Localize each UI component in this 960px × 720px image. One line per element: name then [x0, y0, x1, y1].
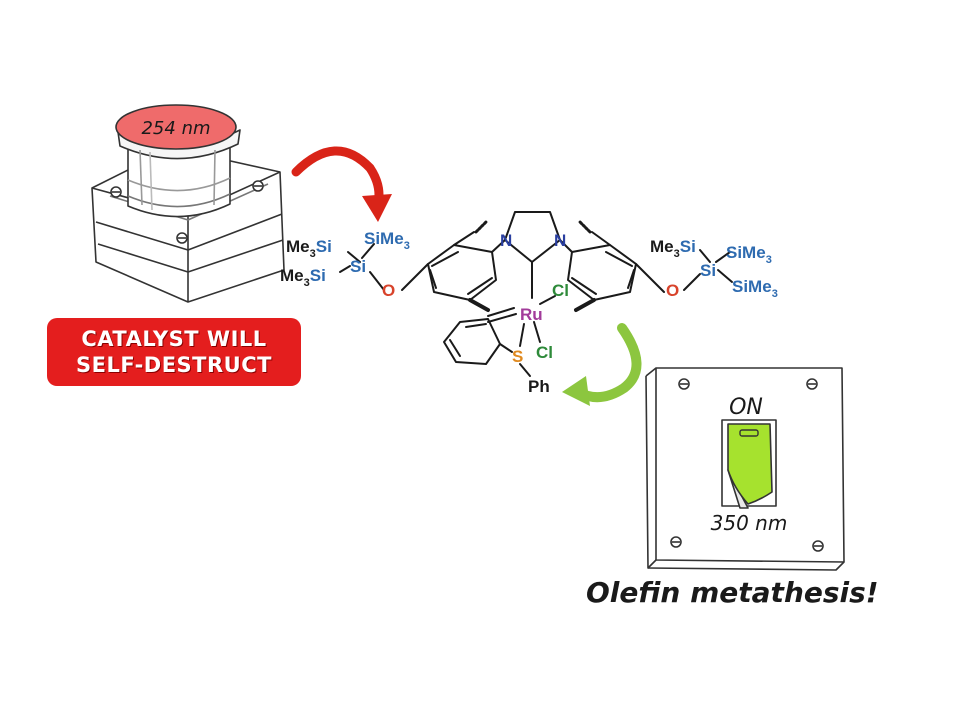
switch-toggle-icon [727, 423, 773, 505]
svg-text:Me3Si: Me3Si [286, 237, 332, 260]
svg-text:Ph: Ph [528, 377, 550, 396]
svg-text:SiMe3: SiMe3 [726, 243, 772, 266]
svg-text:O: O [666, 281, 679, 300]
button-cap-icon [115, 104, 237, 150]
svg-text:Me3Si: Me3Si [650, 237, 696, 260]
svg-text:S: S [512, 347, 523, 366]
switch-slot-icon [739, 429, 759, 437]
svg-text:N: N [500, 231, 512, 250]
green-arrow-icon [562, 323, 642, 406]
warning-line-1: CATALYST WILL [81, 327, 267, 351]
svg-text:Me3Si: Me3Si [280, 266, 326, 289]
molecule-atom-labels: Me3Si SiMe3 Me3Si Si O N N Ru Cl Cl S Ph… [280, 229, 778, 396]
self-destruct-warning-label: CATALYST WILL SELF-DESTRUCT [47, 318, 301, 386]
olefin-metathesis-caption: Olefin metathesis! [586, 576, 879, 609]
svg-text:O: O [382, 281, 395, 300]
svg-text:SiMe3: SiMe3 [364, 229, 410, 252]
svg-text:SiMe3: SiMe3 [732, 277, 778, 300]
warning-line-2: SELF-DESTRUCT [76, 353, 272, 377]
svg-text:Ru: Ru [520, 305, 543, 324]
svg-text:N: N [554, 231, 566, 250]
svg-text:Si: Si [350, 257, 366, 276]
button-wavelength-label: 254 nm [141, 118, 210, 139]
red-arrow-icon [291, 146, 392, 222]
svg-text:Si: Si [700, 261, 716, 280]
switch-wavelength-label: 350 nm [711, 511, 788, 535]
svg-text:Cl: Cl [536, 343, 553, 362]
switch-state-label: ON [729, 395, 763, 420]
svg-text:Cl: Cl [552, 281, 569, 300]
ruthenium-catalyst-structure [339, 211, 733, 377]
emergency-button-icon [91, 129, 285, 303]
